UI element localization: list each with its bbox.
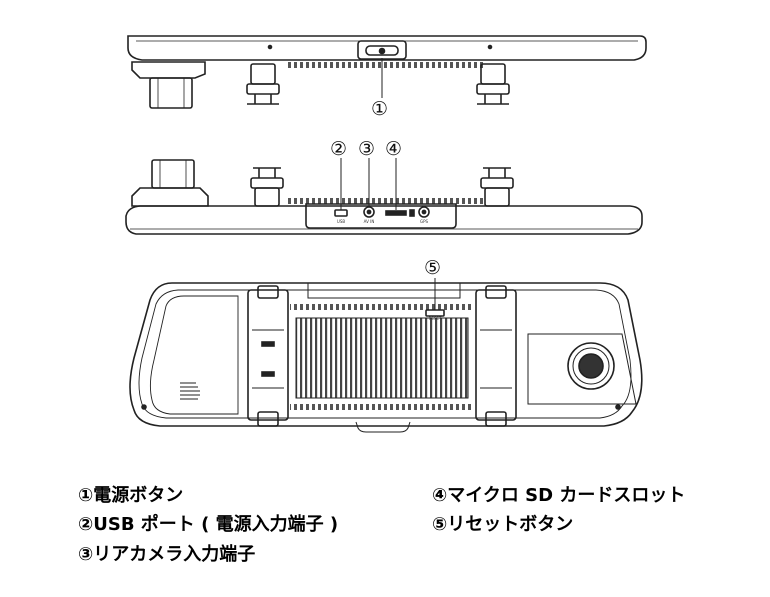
rearview-mirror-dashcam-diagram: USB AV IN GPS RESET bbox=[125, 35, 647, 433]
callout-1: ① bbox=[371, 98, 389, 120]
usb-port-label: USB bbox=[337, 219, 345, 224]
bottom-view bbox=[125, 158, 643, 235]
usb-port[interactable] bbox=[334, 209, 348, 217]
strap-clamp-left bbox=[246, 63, 280, 105]
gps-port-label: GPS bbox=[420, 219, 429, 224]
strap-left-back bbox=[247, 285, 289, 427]
legend-item-3: ③リアカメラ入力端子 bbox=[78, 544, 256, 565]
legend-item-4: ④マイクロ SD カードスロット bbox=[432, 485, 686, 506]
top-view bbox=[127, 35, 647, 109]
power-button[interactable] bbox=[357, 40, 407, 60]
strap-clamp-left-2 bbox=[250, 167, 284, 207]
strap-clamp-right-2 bbox=[480, 167, 514, 207]
callout-4: ④ bbox=[385, 138, 403, 160]
micro-sd-slot[interactable] bbox=[385, 209, 415, 217]
av-in-port-label: AV IN bbox=[364, 219, 375, 224]
rear-camera-lens bbox=[567, 342, 615, 390]
gps-port[interactable] bbox=[418, 206, 430, 218]
strap-right-back bbox=[475, 285, 517, 427]
strap-clamp-right bbox=[476, 63, 510, 105]
legend-item-1: ①電源ボタン bbox=[78, 485, 184, 506]
callout-2: ② bbox=[330, 138, 348, 160]
av-in-port[interactable] bbox=[363, 206, 375, 218]
callout-5: ⑤ bbox=[424, 257, 442, 279]
back-view bbox=[129, 278, 643, 433]
legend-item-5: ⑤リセットボタン bbox=[432, 514, 574, 535]
callout-3: ③ bbox=[358, 138, 376, 160]
legend-item-2: ②USB ポート ( 電源入力端子 ) bbox=[78, 514, 339, 535]
